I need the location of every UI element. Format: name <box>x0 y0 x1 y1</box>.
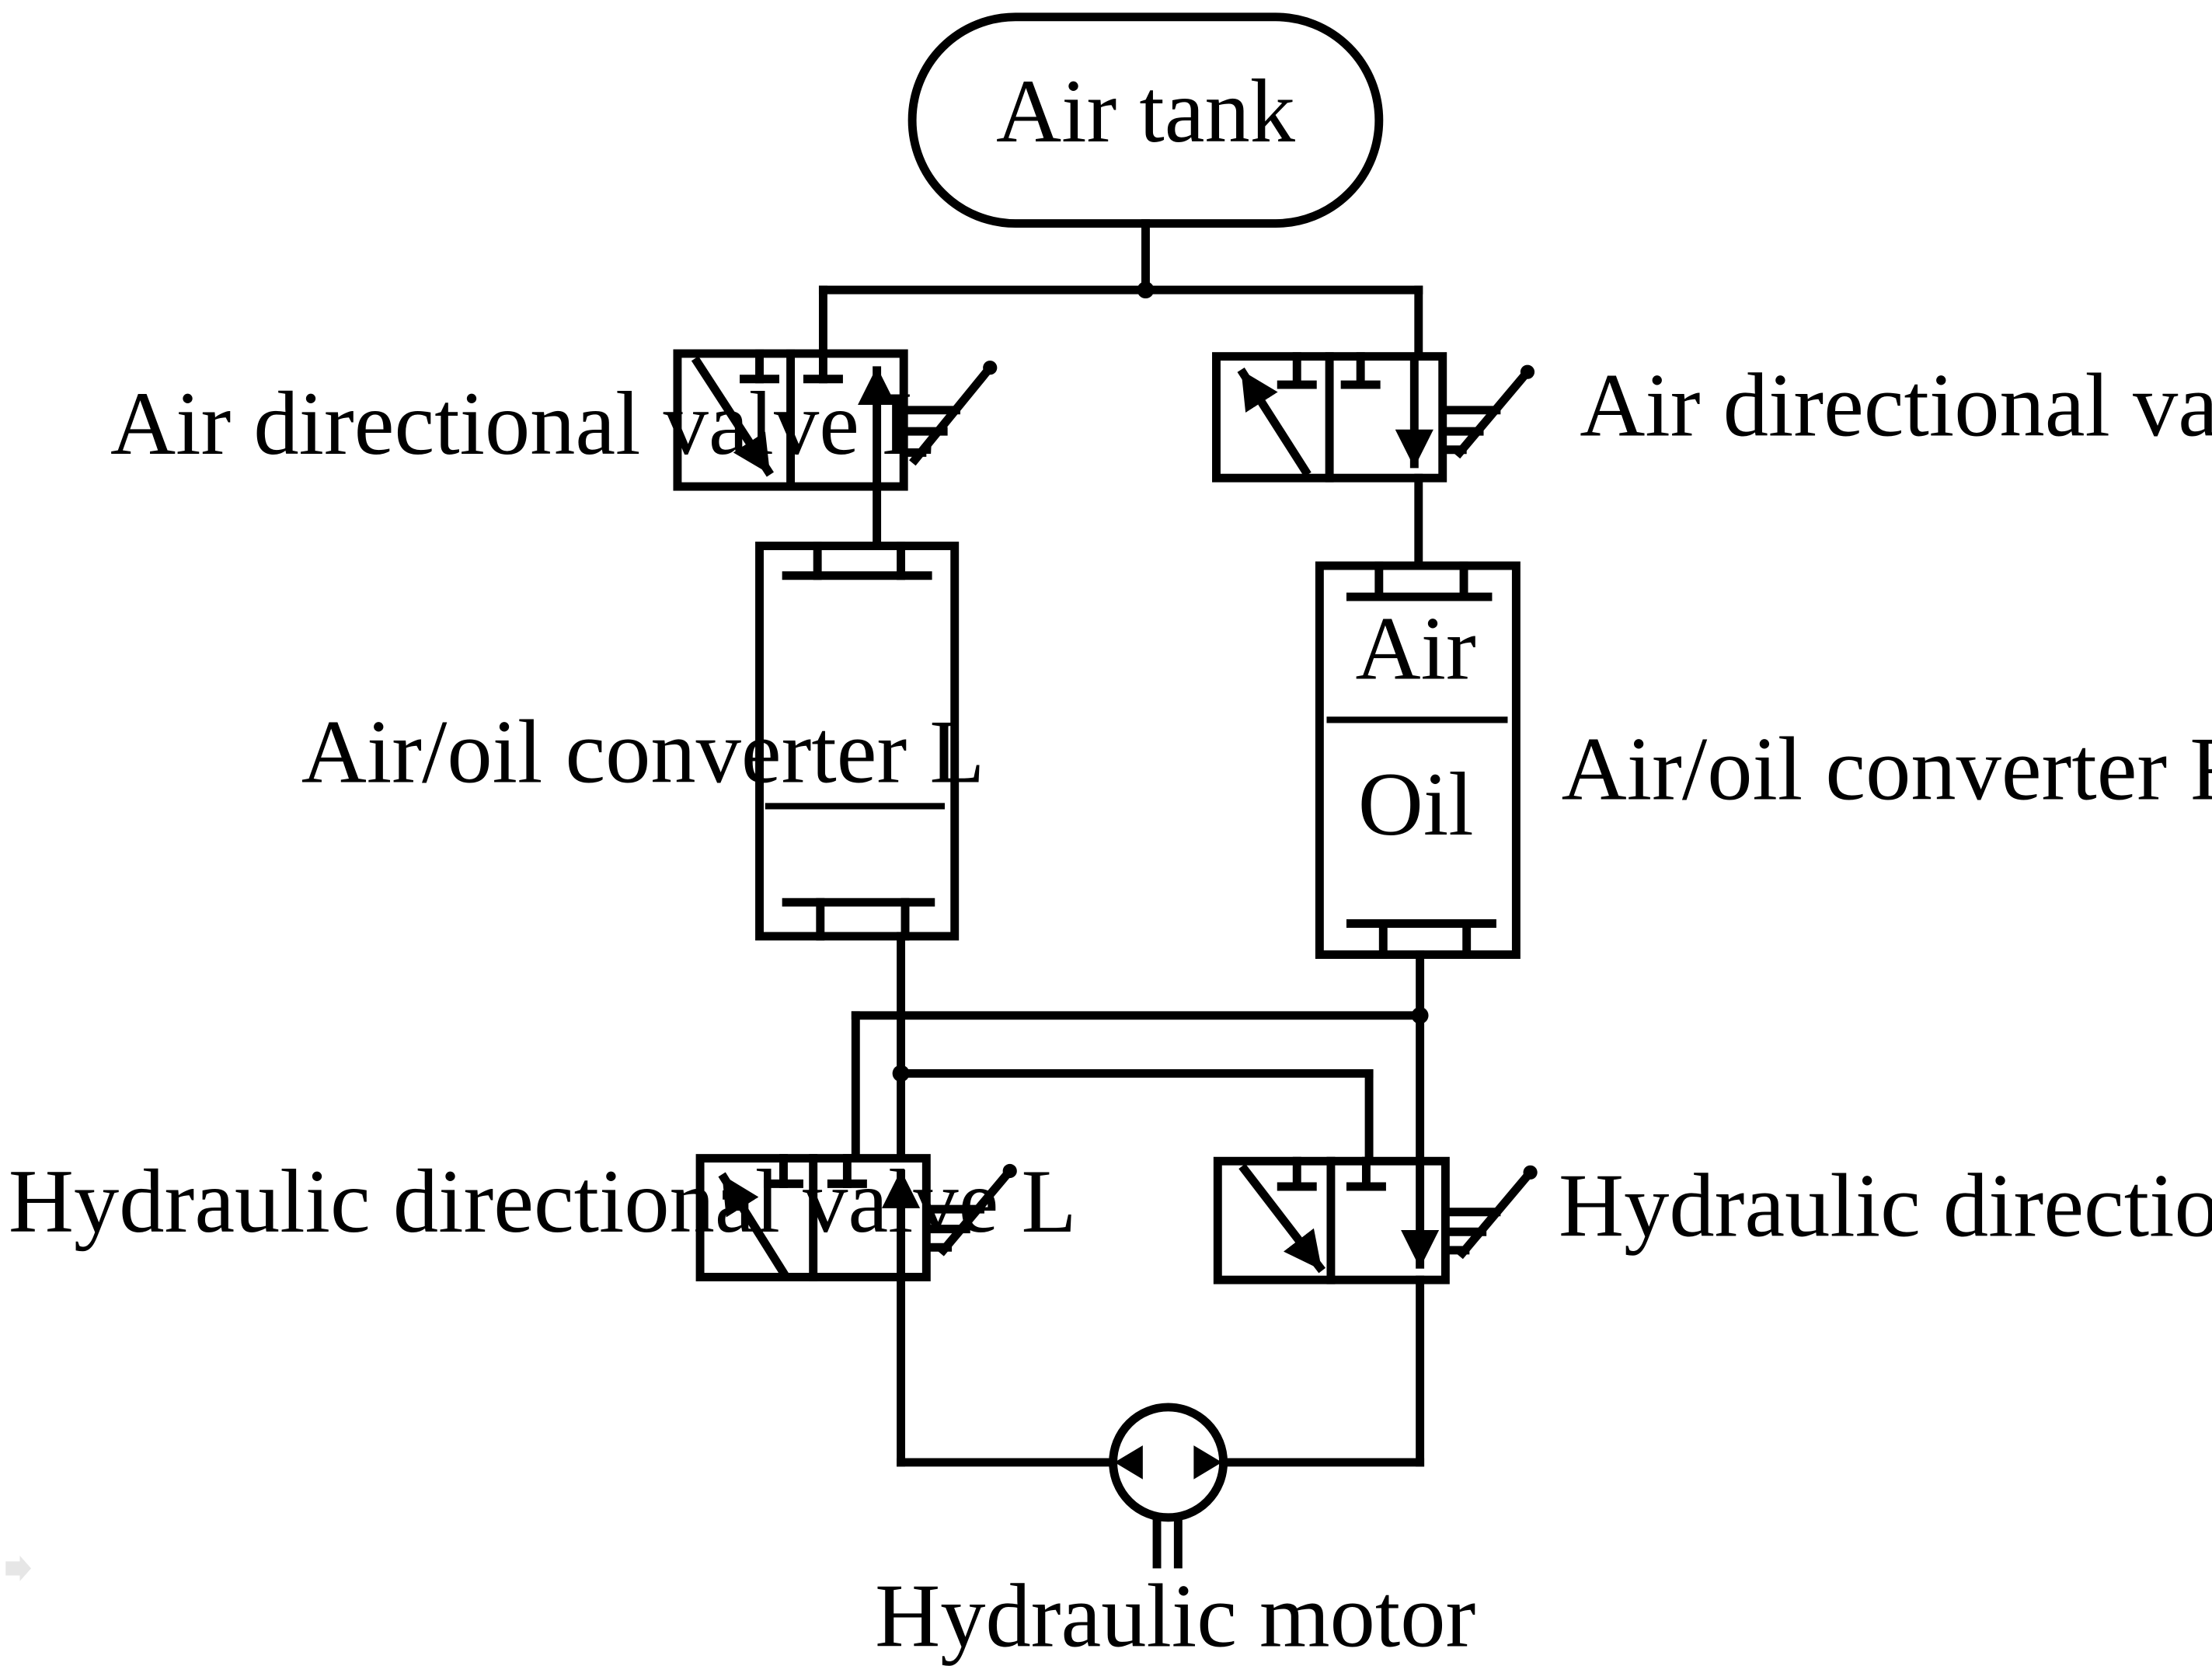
air-oil-converter-r: Air Oil Air/oil converter R <box>1315 561 2212 959</box>
valve-to-converter-lines <box>873 473 1423 570</box>
air-tank-label: Air tank <box>996 61 1296 162</box>
hyd-valve-l-label: Hydraulic directional valve L <box>9 1152 1077 1252</box>
air-oil-converter-l: Air/oil converter L <box>301 542 985 941</box>
air-directional-valve-r: Air directional valve R <box>1212 352 2212 483</box>
motor-triangle-right <box>1193 1445 1222 1480</box>
faint-arrow-icon <box>5 1556 32 1581</box>
air-valve-l-label: Air directional valve L <box>110 374 937 474</box>
junction-dot <box>1137 281 1155 299</box>
hydraulic-motor: Hydraulic motor <box>875 1403 1475 1666</box>
lever-knob <box>1002 1163 1017 1179</box>
air-supply-lines <box>818 219 1423 384</box>
air-valve-r-label: Air directional valve R <box>1580 356 2212 456</box>
oil-crossover-lines <box>851 932 1429 1167</box>
lever-knob <box>1520 364 1535 379</box>
junction-dot <box>1411 1006 1429 1024</box>
lever-knob <box>1523 1165 1538 1180</box>
hydraulic-directional-valve-r: Hydraulic directional valve R <box>1213 1156 2212 1284</box>
converter-r-air-label: Air <box>1356 599 1476 699</box>
air-directional-valve-l: Air directional valve L <box>110 349 998 491</box>
air-tank: Air tank <box>907 12 1384 228</box>
motor-triangle-left <box>1114 1445 1143 1480</box>
hyd-valve-r-label: Hydraulic directional valve R <box>1559 1156 2212 1256</box>
junction-dot <box>892 1065 910 1082</box>
motor-supply-lines <box>897 1273 1425 1467</box>
converter-l-label: Air/oil converter L <box>301 702 985 802</box>
hyd-motor-label: Hydraulic motor <box>875 1567 1475 1666</box>
converter-r-oil-label: Oil <box>1358 755 1474 855</box>
lever-knob <box>983 361 998 375</box>
hydraulic-directional-valve-l: Hydraulic directional valve L <box>9 1152 1077 1281</box>
converter-r-label: Air/oil converter R <box>1562 719 2212 819</box>
